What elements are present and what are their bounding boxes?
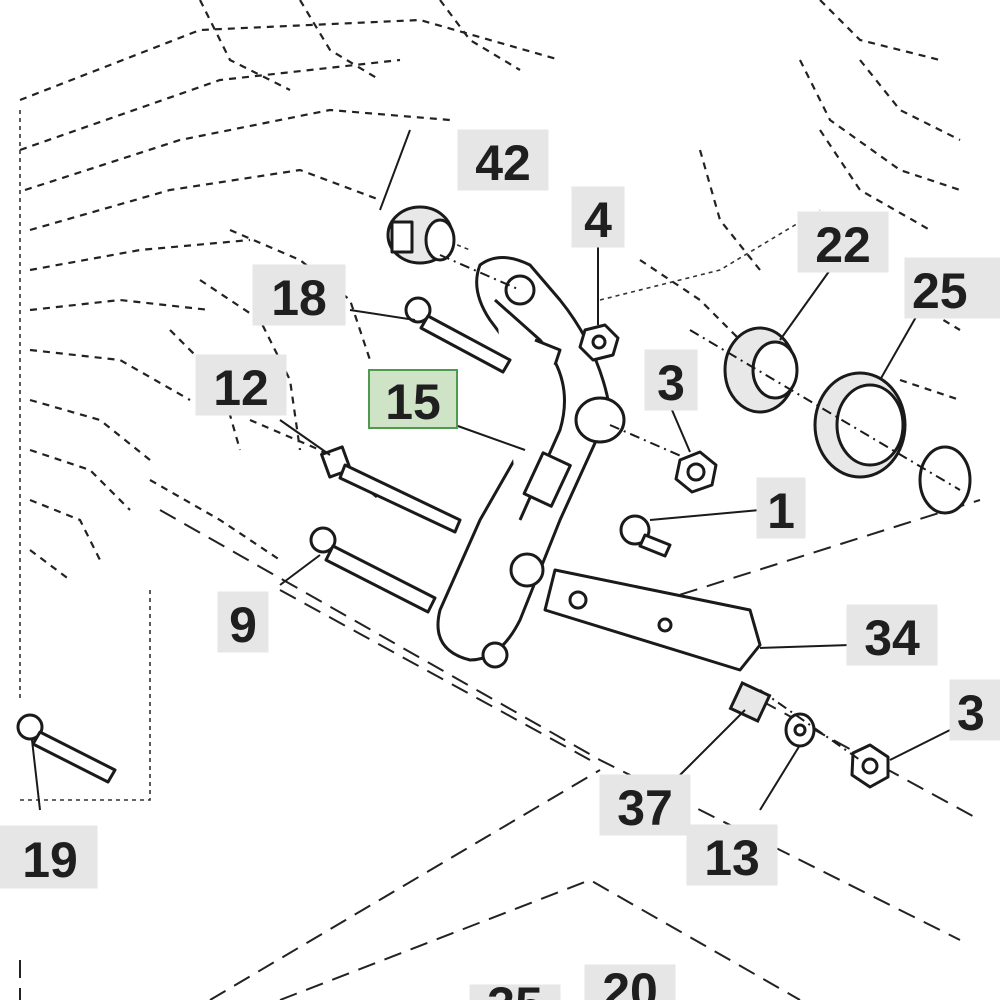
link-part-34	[543, 568, 762, 672]
callout-4: 4	[571, 186, 625, 248]
callout-13: 13	[686, 824, 778, 886]
callout-20-text: 20	[602, 963, 658, 1000]
callout-35-partial: 35	[469, 977, 561, 1000]
callout-4-text: 4	[584, 192, 612, 248]
callout-15-text: 15	[385, 374, 441, 430]
nut-part-4	[578, 323, 620, 362]
callout-3-upper: 3	[644, 349, 698, 411]
bushing-part-42	[386, 205, 456, 265]
background-body-hatching	[19, 0, 961, 801]
callout-25: 25	[904, 257, 1000, 319]
assembly-axis-lines	[439, 254, 961, 761]
callout-13-text: 13	[704, 830, 760, 886]
leader-lines	[31, 129, 951, 811]
callout-18-text: 18	[271, 270, 327, 326]
control-arm-part-15	[436, 256, 626, 669]
nut-part-3-lower	[850, 743, 890, 789]
bolt-part-9	[309, 526, 437, 614]
callout-22-text: 22	[815, 217, 871, 273]
bolt-part-18	[404, 296, 512, 374]
callout-3-lower: 3	[949, 679, 1000, 741]
sleeve-part-37	[728, 680, 772, 724]
bolt-part-1	[619, 514, 672, 558]
callout-12: 12	[195, 354, 287, 416]
callout-42: 42	[457, 129, 549, 191]
callout-34-text: 34	[864, 610, 920, 666]
callout-1-text: 1	[767, 483, 795, 539]
seal-part-22	[723, 326, 799, 414]
callout-3-upper-text: 3	[657, 355, 685, 411]
callout-34: 34	[846, 604, 938, 666]
callout-3-lower-text: 3	[957, 685, 985, 741]
callout-9: 9	[217, 591, 269, 653]
callout-22: 22	[797, 211, 889, 273]
seal-part-25	[813, 371, 972, 515]
callout-42-text: 42	[475, 135, 531, 191]
callout-19-text: 19	[22, 832, 78, 888]
callout-15-highlighted: 15	[368, 369, 458, 430]
bolt-part-19	[16, 713, 117, 784]
callout-12-text: 12	[213, 360, 269, 416]
callout-37: 37	[599, 774, 691, 836]
callout-18: 18	[252, 264, 346, 326]
bolt-part-12	[320, 445, 462, 534]
callout-19: 19	[0, 825, 98, 889]
callout-37-text: 37	[617, 780, 673, 836]
nut-part-3-upper	[674, 450, 718, 494]
callout-25-text: 25	[912, 263, 968, 319]
callout-1: 1	[756, 477, 806, 539]
callout-35-text: 35	[487, 977, 543, 1000]
callout-20-partial: 20	[584, 963, 676, 1000]
callout-9-text: 9	[229, 597, 257, 653]
